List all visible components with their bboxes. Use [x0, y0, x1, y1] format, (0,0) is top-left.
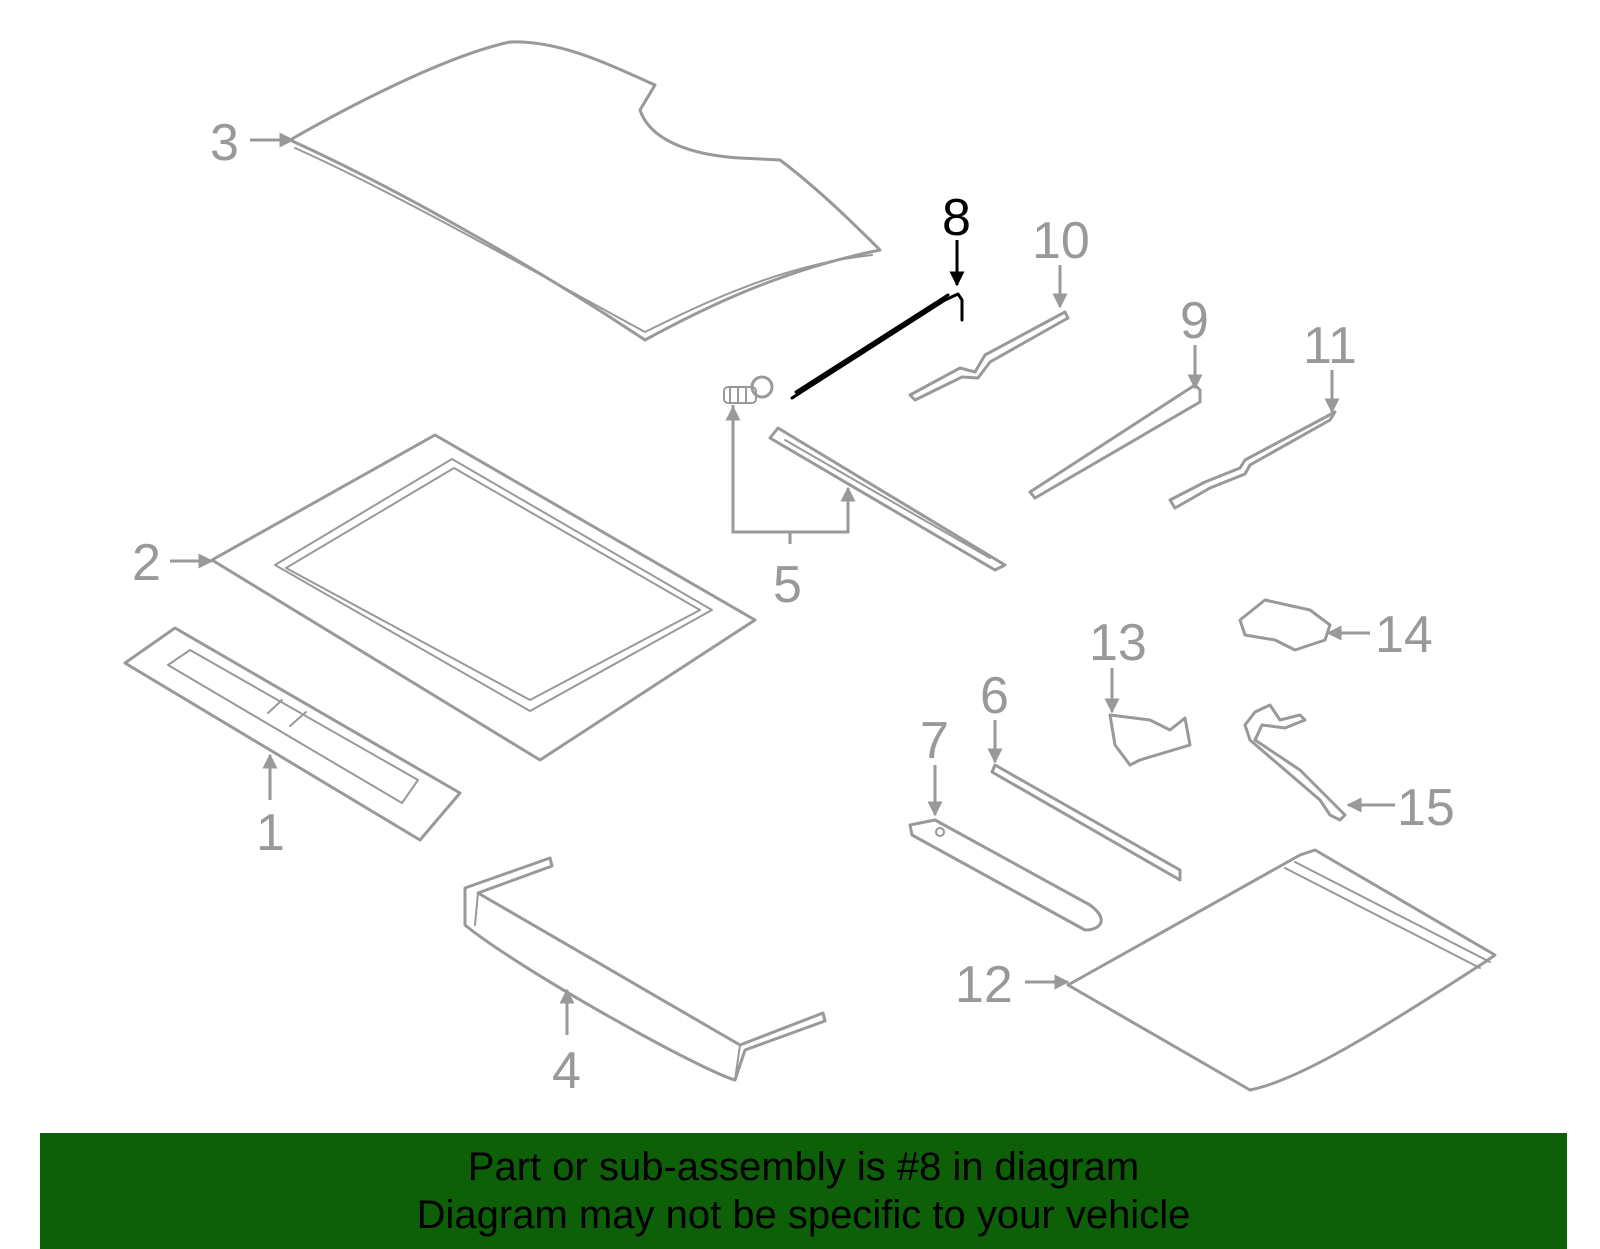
part-8-guide-rail-highlighted [790, 292, 964, 400]
callout-3: 3 [210, 114, 239, 172]
part-13-bracket [1108, 713, 1192, 767]
callout-12: 12 [955, 956, 1013, 1014]
callout-10: 10 [1032, 212, 1090, 270]
callout-9: 9 [1180, 292, 1209, 350]
part-7-side-seal [908, 818, 1103, 932]
part-15-drain-hose [1243, 703, 1347, 822]
callout-8: 8 [942, 189, 971, 247]
part-12-sunshade [1066, 848, 1497, 1092]
part-5-rail [768, 426, 1007, 572]
part-2-glass-panel [210, 433, 757, 762]
part-14-motor [1238, 598, 1332, 652]
part-9-rod [1028, 383, 1202, 500]
part-11-cable [1168, 410, 1337, 510]
part-5-bolt [723, 375, 774, 404]
callout-1: 1 [256, 804, 285, 862]
banner-line-disclaimer: Diagram may not be specific to your vehi… [416, 1193, 1191, 1237]
part-3-roof-panel [288, 40, 882, 342]
callout-5: 5 [773, 556, 802, 614]
callout-labels: 3 2 1 4 5 8 10 9 11 13 14 6 7 15 12 [132, 114, 1455, 1100]
callout-6: 6 [980, 667, 1009, 725]
leaders [170, 132, 1395, 1035]
callout-7: 7 [920, 712, 949, 770]
banner-line-part: Part or sub-assembly is #8 in diagram [467, 1145, 1140, 1189]
part-6-trim-strip [990, 763, 1182, 882]
callout-4: 4 [552, 1042, 581, 1100]
part-4-rear-frame [463, 856, 827, 1082]
callout-13: 13 [1089, 614, 1147, 672]
callout-15: 15 [1397, 779, 1455, 837]
part-1-deflector [123, 626, 462, 842]
callout-11: 11 [1303, 317, 1357, 375]
callout-2: 2 [132, 534, 161, 592]
part-10-rail [908, 310, 1070, 402]
info-banner: Part or sub-assembly is #8 in diagram Di… [40, 1133, 1567, 1249]
callout-14: 14 [1375, 606, 1433, 664]
